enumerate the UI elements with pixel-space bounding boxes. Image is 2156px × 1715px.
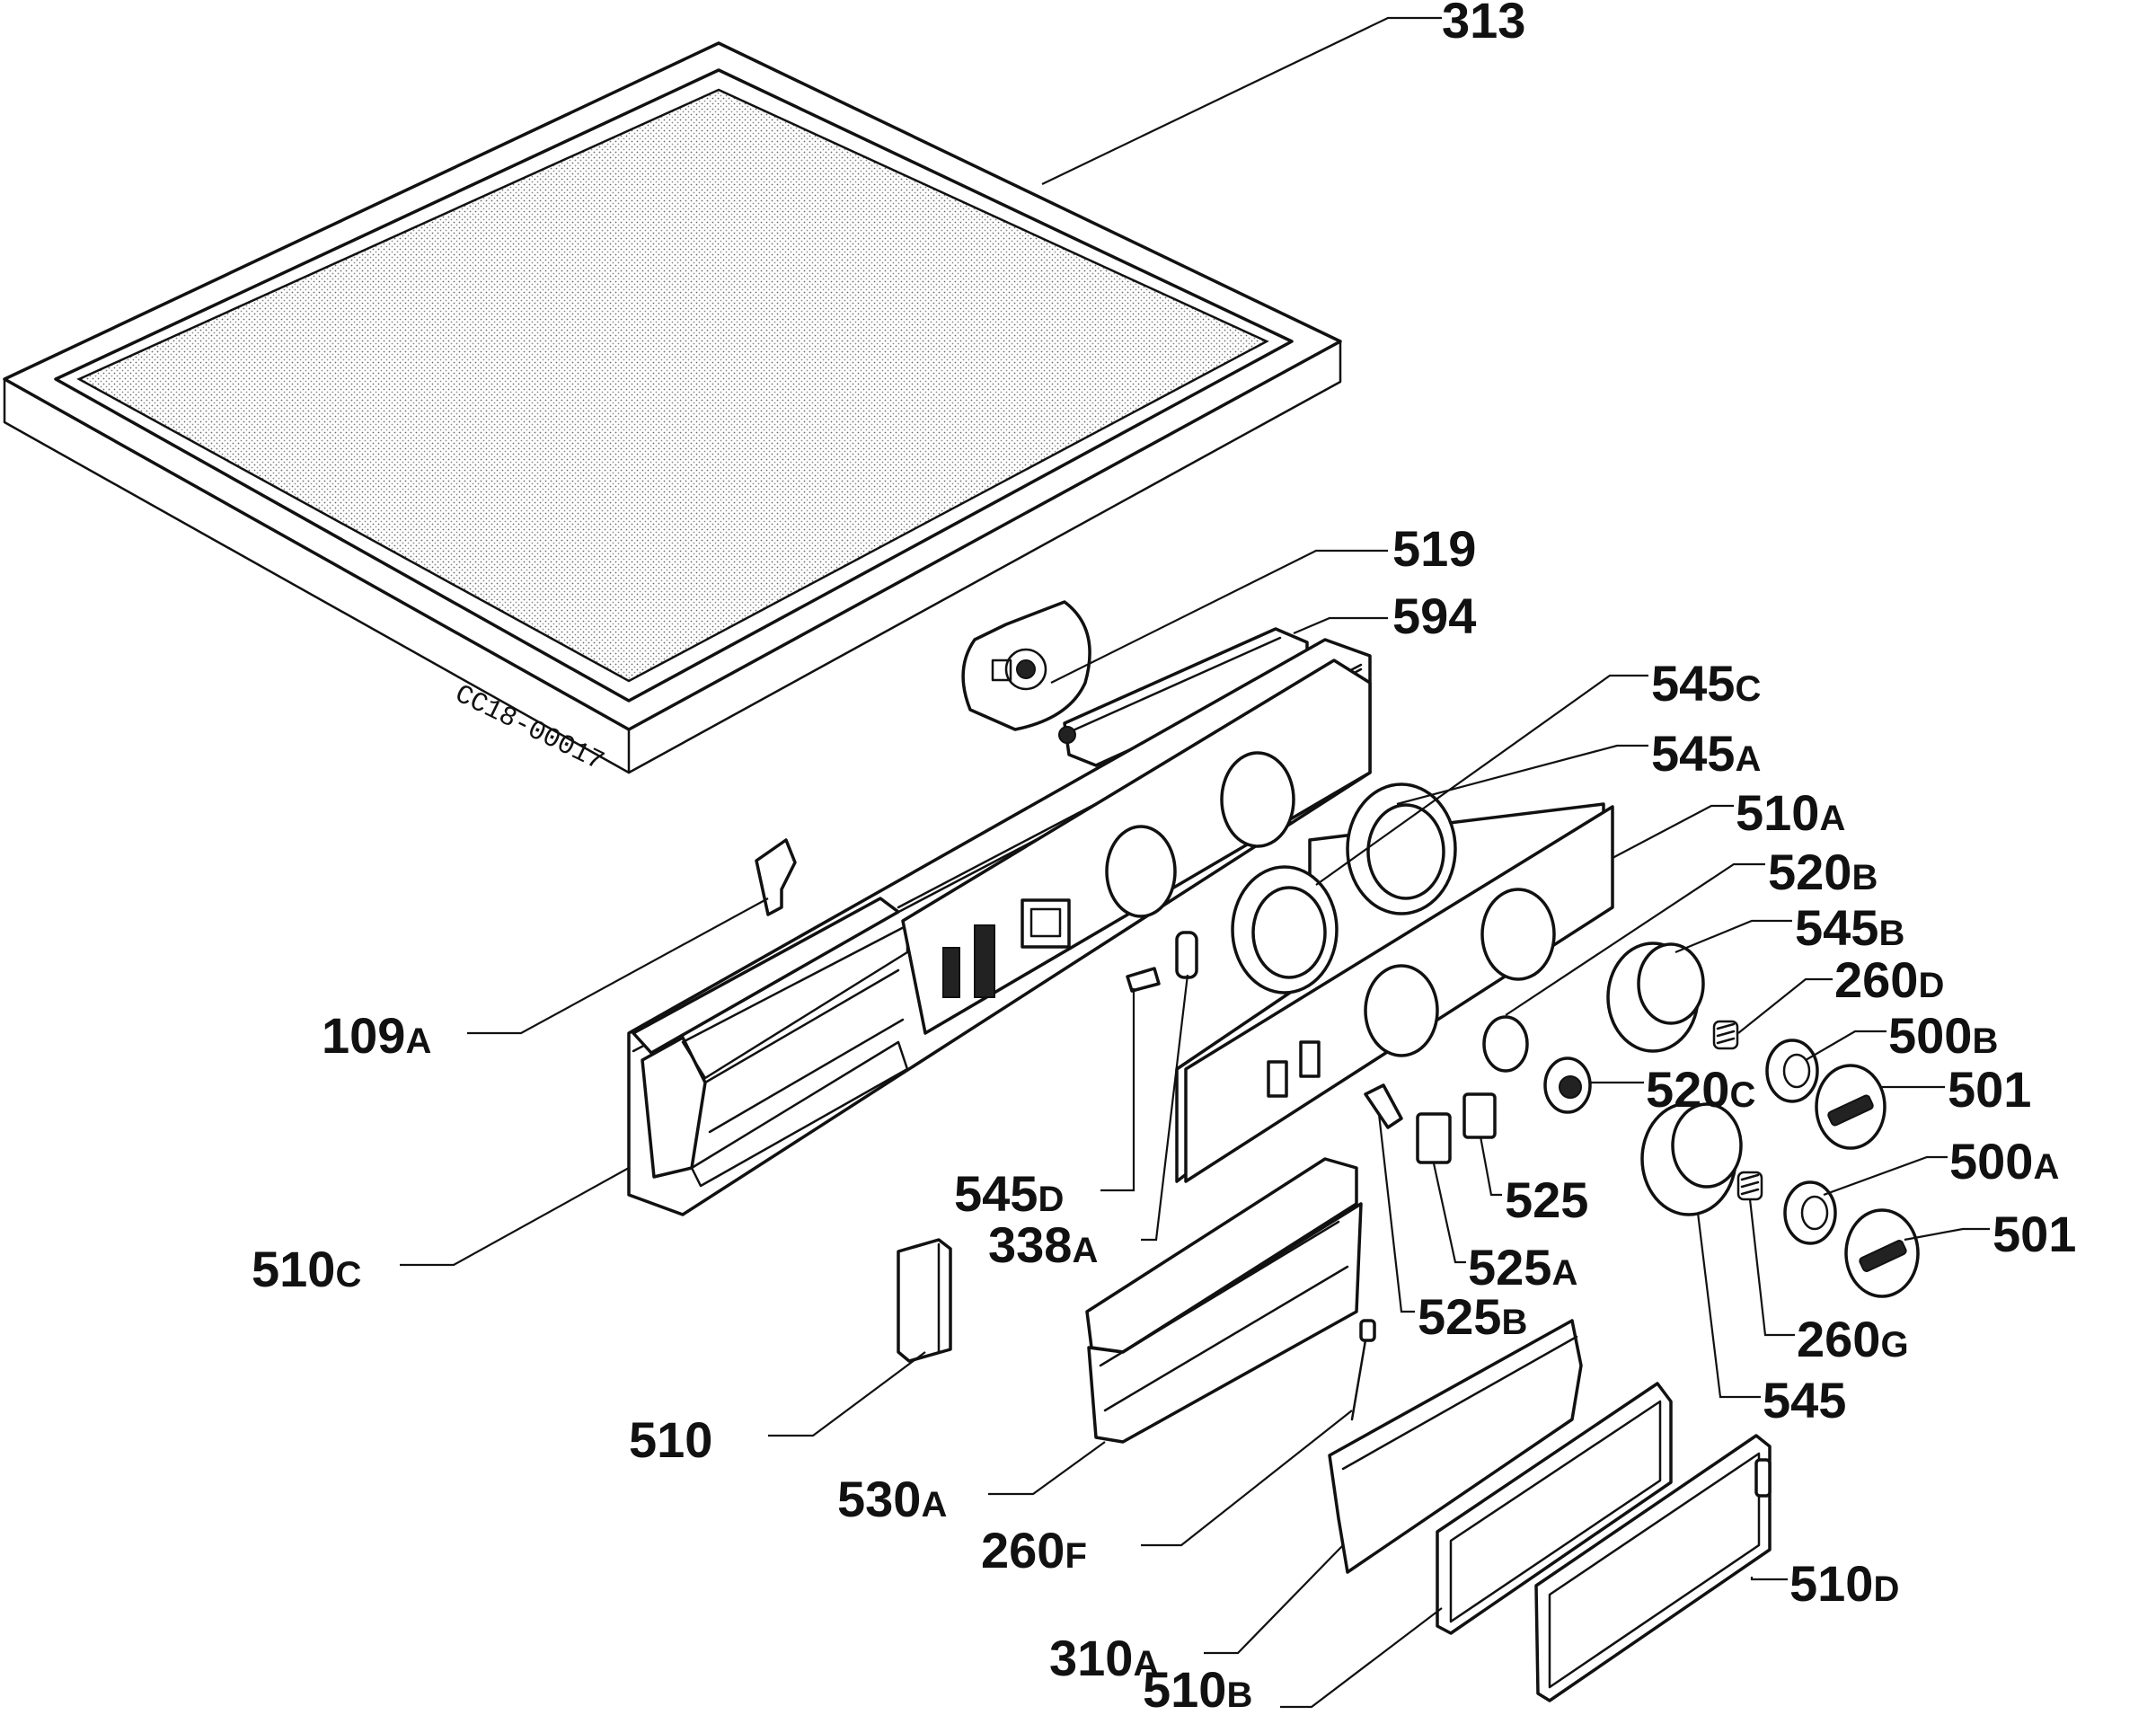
label-313: 313 <box>1442 0 1525 49</box>
front-plate-510a <box>1175 802 1614 1183</box>
hub-500b <box>1765 1039 1819 1103</box>
knob-520c <box>1543 1056 1592 1114</box>
knob-520b <box>1482 1015 1529 1073</box>
panel-510b <box>1436 1382 1673 1635</box>
control-panel-510c <box>627 638 1372 1216</box>
label-520b: 520B <box>1768 844 1878 900</box>
part-545d <box>1126 967 1161 993</box>
leader-lines <box>400 16 1990 1709</box>
ring-545 <box>1640 1101 1743 1216</box>
label-519: 519 <box>1392 520 1476 577</box>
label-545d: 545D <box>954 1165 1064 1222</box>
label-520c: 520C <box>1646 1061 1755 1118</box>
label-500b: 500B <box>1888 1007 1998 1064</box>
label-545: 545 <box>1763 1372 1846 1428</box>
bezel-545c <box>1231 865 1339 995</box>
label-545a: 545A <box>1651 725 1761 782</box>
label-510a: 510A <box>1736 784 1845 841</box>
part-594-lens <box>1058 627 1309 767</box>
label-510: 510 <box>629 1411 712 1468</box>
panel-510d <box>1534 1434 1772 1702</box>
label-525b: 525B <box>1418 1288 1527 1345</box>
label-525a: 525A <box>1468 1239 1577 1295</box>
grease-filter-313: CC18-00017 <box>3 41 1342 778</box>
label-545b: 545B <box>1795 899 1904 956</box>
part-519-disc <box>961 600 1091 731</box>
label-310a: 310A <box>1049 1630 1159 1686</box>
label-530a: 530A <box>837 1471 947 1527</box>
handle-530a <box>1085 1157 1363 1444</box>
knob-501-bottom <box>1844 1208 1920 1298</box>
clip-109a <box>755 838 797 916</box>
lever-260f <box>1350 1319 1376 1421</box>
label-260g: 260G <box>1797 1311 1909 1367</box>
callout-labels: 313 519 594 545C 545A 510A 520B 545B 260… <box>252 0 2076 1715</box>
label-510c: 510C <box>252 1241 361 1297</box>
side-cap-510 <box>897 1238 952 1363</box>
spring-260d <box>1712 1020 1739 1050</box>
label-545c: 545C <box>1651 655 1761 712</box>
label-510d: 510D <box>1789 1555 1899 1612</box>
label-260d: 260D <box>1834 951 1944 1008</box>
label-500a: 500A <box>1949 1133 2059 1189</box>
hub-500a <box>1783 1180 1837 1245</box>
part-525a <box>1416 1112 1452 1164</box>
label-510b: 510B <box>1143 1661 1252 1715</box>
label-338a: 338A <box>988 1216 1098 1273</box>
ring-545b <box>1606 941 1705 1053</box>
label-501-bottom: 501 <box>1993 1206 2076 1262</box>
part-525b <box>1364 1083 1403 1129</box>
spring-260g <box>1736 1171 1763 1201</box>
label-260f: 260F <box>981 1522 1087 1578</box>
bezel-545a <box>1346 782 1457 915</box>
part-338a <box>1175 931 1198 979</box>
label-501-top: 501 <box>1948 1061 2031 1118</box>
label-525: 525 <box>1505 1171 1588 1228</box>
knob-501-top <box>1815 1064 1886 1150</box>
part-525 <box>1462 1092 1497 1139</box>
panel-310a <box>1328 1319 1583 1574</box>
label-594: 594 <box>1392 588 1476 644</box>
label-109a: 109A <box>322 1007 431 1064</box>
